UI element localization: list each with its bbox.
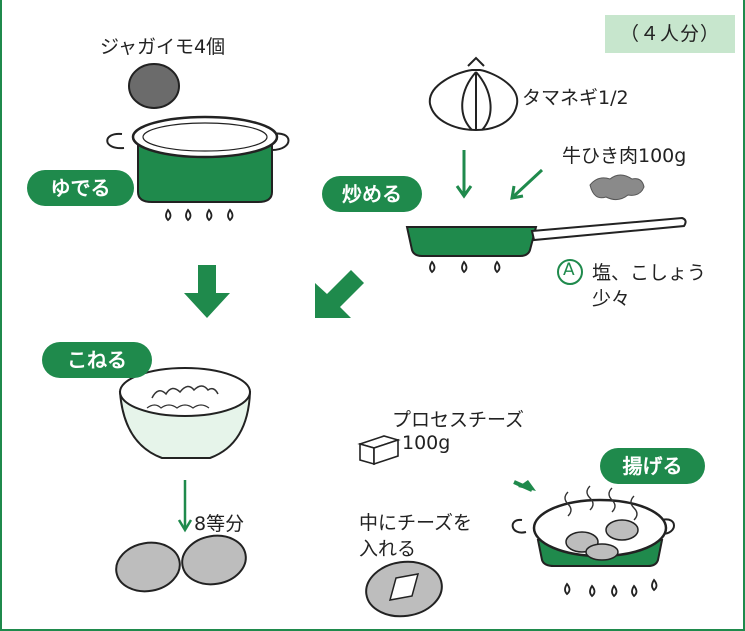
seasoning-label-line1: 塩、こしょう bbox=[592, 262, 707, 284]
step-fry-badge: 炒める bbox=[322, 176, 422, 212]
fryer-pan-icon bbox=[511, 498, 675, 567]
pan-flame-icon bbox=[429, 260, 501, 274]
onion-label: タマネギ1/2 bbox=[522, 87, 629, 109]
potato-icon bbox=[128, 63, 180, 109]
seasoning-mark-circle bbox=[557, 259, 583, 285]
onion-icon bbox=[428, 56, 519, 132]
cheese-block-icon bbox=[357, 435, 401, 466]
oil-heat-icon bbox=[564, 485, 638, 521]
bowl-icon bbox=[118, 367, 252, 459]
cheese-inside-line2: 入れる bbox=[359, 538, 417, 560]
ground-beef-icon bbox=[589, 174, 645, 201]
cheese-inside-line1: 中にチーズを bbox=[359, 512, 473, 534]
seasoning-mark: A bbox=[563, 260, 575, 280]
step-knead-badge: こねる bbox=[42, 342, 152, 378]
potato-label: ジャガイモ4個 bbox=[100, 36, 226, 58]
big-arrows bbox=[184, 265, 364, 318]
seasoning-label-line2: 少々 bbox=[592, 288, 631, 310]
cheese-label-line2: 100g bbox=[402, 432, 451, 454]
servings-badge: （４人分） bbox=[605, 15, 735, 53]
step-boil-badge: ゆでる bbox=[27, 170, 134, 206]
divide-label: 8等分 bbox=[194, 513, 245, 535]
patty-with-cheese-icon bbox=[365, 560, 443, 618]
flame-icon bbox=[165, 208, 234, 222]
pot-icon bbox=[106, 115, 290, 203]
beef-label: 牛ひき肉100g bbox=[562, 145, 687, 167]
frying-pan-icon bbox=[405, 216, 687, 257]
step-deep-fry-badge: 揚げる bbox=[600, 448, 705, 484]
fryer-flame-icon bbox=[564, 578, 658, 598]
patty-icon bbox=[115, 534, 247, 593]
cheese-label-line1: プロセスチーズ bbox=[392, 409, 525, 431]
